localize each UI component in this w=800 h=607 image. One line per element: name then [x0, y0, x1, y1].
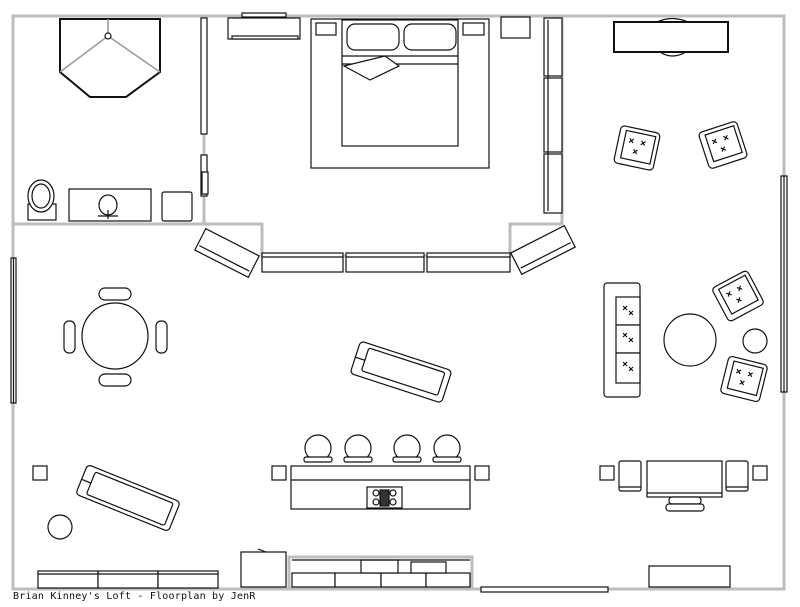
armchair-mid-right: [712, 270, 764, 322]
armchair-top-left: [613, 125, 661, 171]
kitchen-back-counter-wall: [287, 555, 474, 590]
lower-left-chaise: [76, 465, 180, 531]
bed: [310, 18, 490, 169]
desk: [646, 460, 723, 498]
shower-stall: [59, 18, 161, 98]
dining-table: [63, 287, 168, 387]
bar-stools: [303, 434, 462, 463]
desk-chair: [665, 496, 705, 512]
bottom-left-cabinets: [37, 570, 219, 589]
desk-cabinet-left: [618, 460, 642, 492]
desk-stool-left: [599, 465, 615, 481]
armchair-low-right: [720, 355, 768, 403]
nightstand-right: [462, 22, 485, 36]
refrigerator: [240, 551, 287, 588]
pillow-left: [346, 23, 400, 51]
side-table: [500, 16, 531, 39]
island-stool-right: [474, 465, 490, 481]
end-table: [742, 328, 768, 354]
bathroom-cabinet: [161, 191, 193, 222]
island-stool-left: [271, 465, 287, 481]
toilet: [27, 179, 57, 221]
kitchen-island: [290, 465, 471, 510]
nightstand-left: [315, 22, 337, 36]
dresser-drawer-line: [231, 35, 299, 40]
bathroom-door-upper: [200, 17, 208, 135]
desk-cabinet-right: [725, 460, 749, 492]
pillow-right: [403, 23, 457, 51]
bathroom-vanity-sink: [68, 188, 152, 222]
floorplan-caption: Brian Kinney's Loft - Floorplan by JenR: [13, 591, 256, 602]
sofa: [603, 282, 641, 398]
small-table-left: [32, 465, 48, 481]
top-door-header: [241, 12, 287, 18]
kitchen-back-counter: [291, 559, 471, 588]
armchair-top-right: [698, 121, 748, 169]
bottom-door-slider: [480, 586, 609, 593]
bathroom-door-knob: [201, 171, 209, 195]
desk-stool-right: [752, 465, 768, 481]
center-chaise: [350, 341, 452, 403]
wardrobe-row: [194, 224, 576, 279]
coffee-table: [663, 313, 717, 367]
bottom-right-bench: [648, 565, 731, 588]
top-right-desk: [613, 17, 729, 57]
closet-doors: [543, 17, 563, 214]
lower-left-side-table: [47, 514, 73, 540]
